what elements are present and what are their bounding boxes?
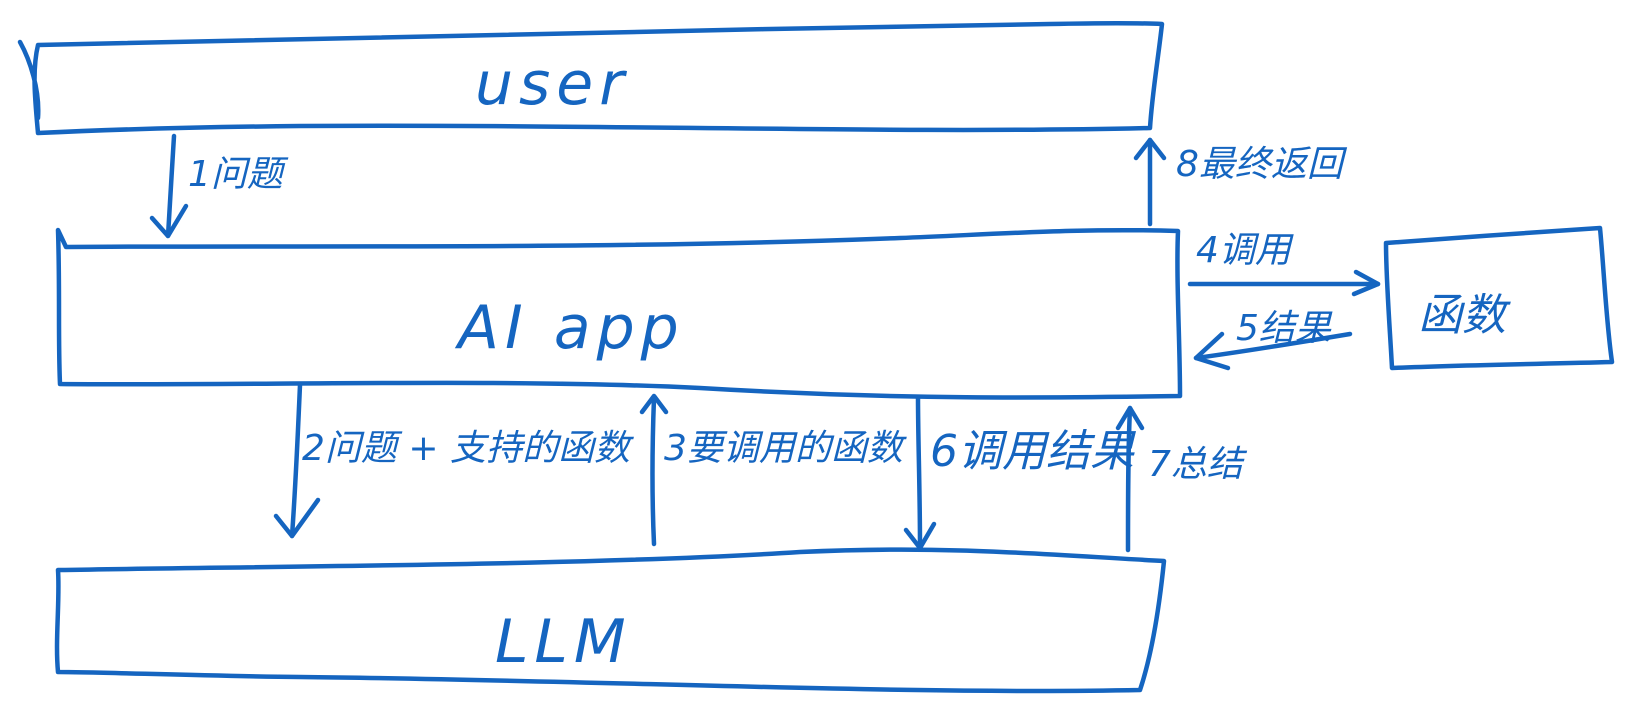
step-4-arrow-head [1351, 269, 1381, 297]
step-7-label: 7总结 [1148, 444, 1248, 485]
step-3-label: 3要调用的函数 [664, 428, 907, 469]
step-5-arrow: 5结果 [1193, 308, 1353, 371]
user-box: user [17, 21, 1165, 136]
step-6-arrow: 6调用结果 [903, 395, 1137, 551]
step-5-arrow-shaft [1193, 331, 1353, 361]
user-box-label: user [475, 49, 630, 119]
step-2-label: 2问题 + 支持的函数 [302, 428, 634, 469]
step-6-label: 6调用结果 [930, 426, 1137, 477]
step-4-arrow: 4调用 [1187, 230, 1381, 297]
llm-box: LLM [54, 547, 1167, 694]
step-3-arrow-shaft [650, 395, 657, 547]
step-8-arrow: 8最终返回 [1133, 137, 1348, 227]
function-box: 函数 [1383, 225, 1615, 371]
ai-app-box-label: AI app [454, 293, 685, 363]
step-3-arrow: 3要调用的函数 [639, 393, 907, 547]
step-3-arrow-head [639, 393, 669, 415]
step-1-label: 1问题 [188, 154, 289, 195]
step-6-arrow-head [903, 521, 937, 551]
llm-box-outline [54, 547, 1167, 694]
user-box-outline [17, 21, 1165, 136]
step-8-label: 8最终返回 [1176, 144, 1348, 185]
step-7-arrow: 7总结 [1115, 405, 1248, 553]
step-8-arrow-head [1133, 137, 1167, 161]
step-2-arrow-shaft [289, 382, 303, 539]
function-box-label: 函数 [1418, 290, 1511, 341]
step-1-arrow: 1问题 [149, 133, 289, 239]
step-2-arrow-head [273, 497, 321, 539]
step-1-arrow-shaft [165, 133, 177, 239]
step-4-label: 4调用 [1196, 230, 1294, 271]
step-7-arrow-shaft [1125, 405, 1133, 553]
llm-box-label: LLM [495, 607, 632, 677]
step-2-arrow: 2问题 + 支持的函数 [273, 382, 634, 539]
step-1-arrow-head [149, 203, 189, 239]
function-box-outline [1383, 225, 1615, 371]
ai-app-box: AI app [55, 227, 1183, 400]
step-5-label: 5结果 [1236, 308, 1333, 349]
step-5-arrow-head [1193, 331, 1231, 371]
ai-app-box-outline [55, 227, 1183, 400]
step-7-arrow-head [1115, 405, 1145, 431]
step-6-arrow-shaft [915, 395, 923, 551]
